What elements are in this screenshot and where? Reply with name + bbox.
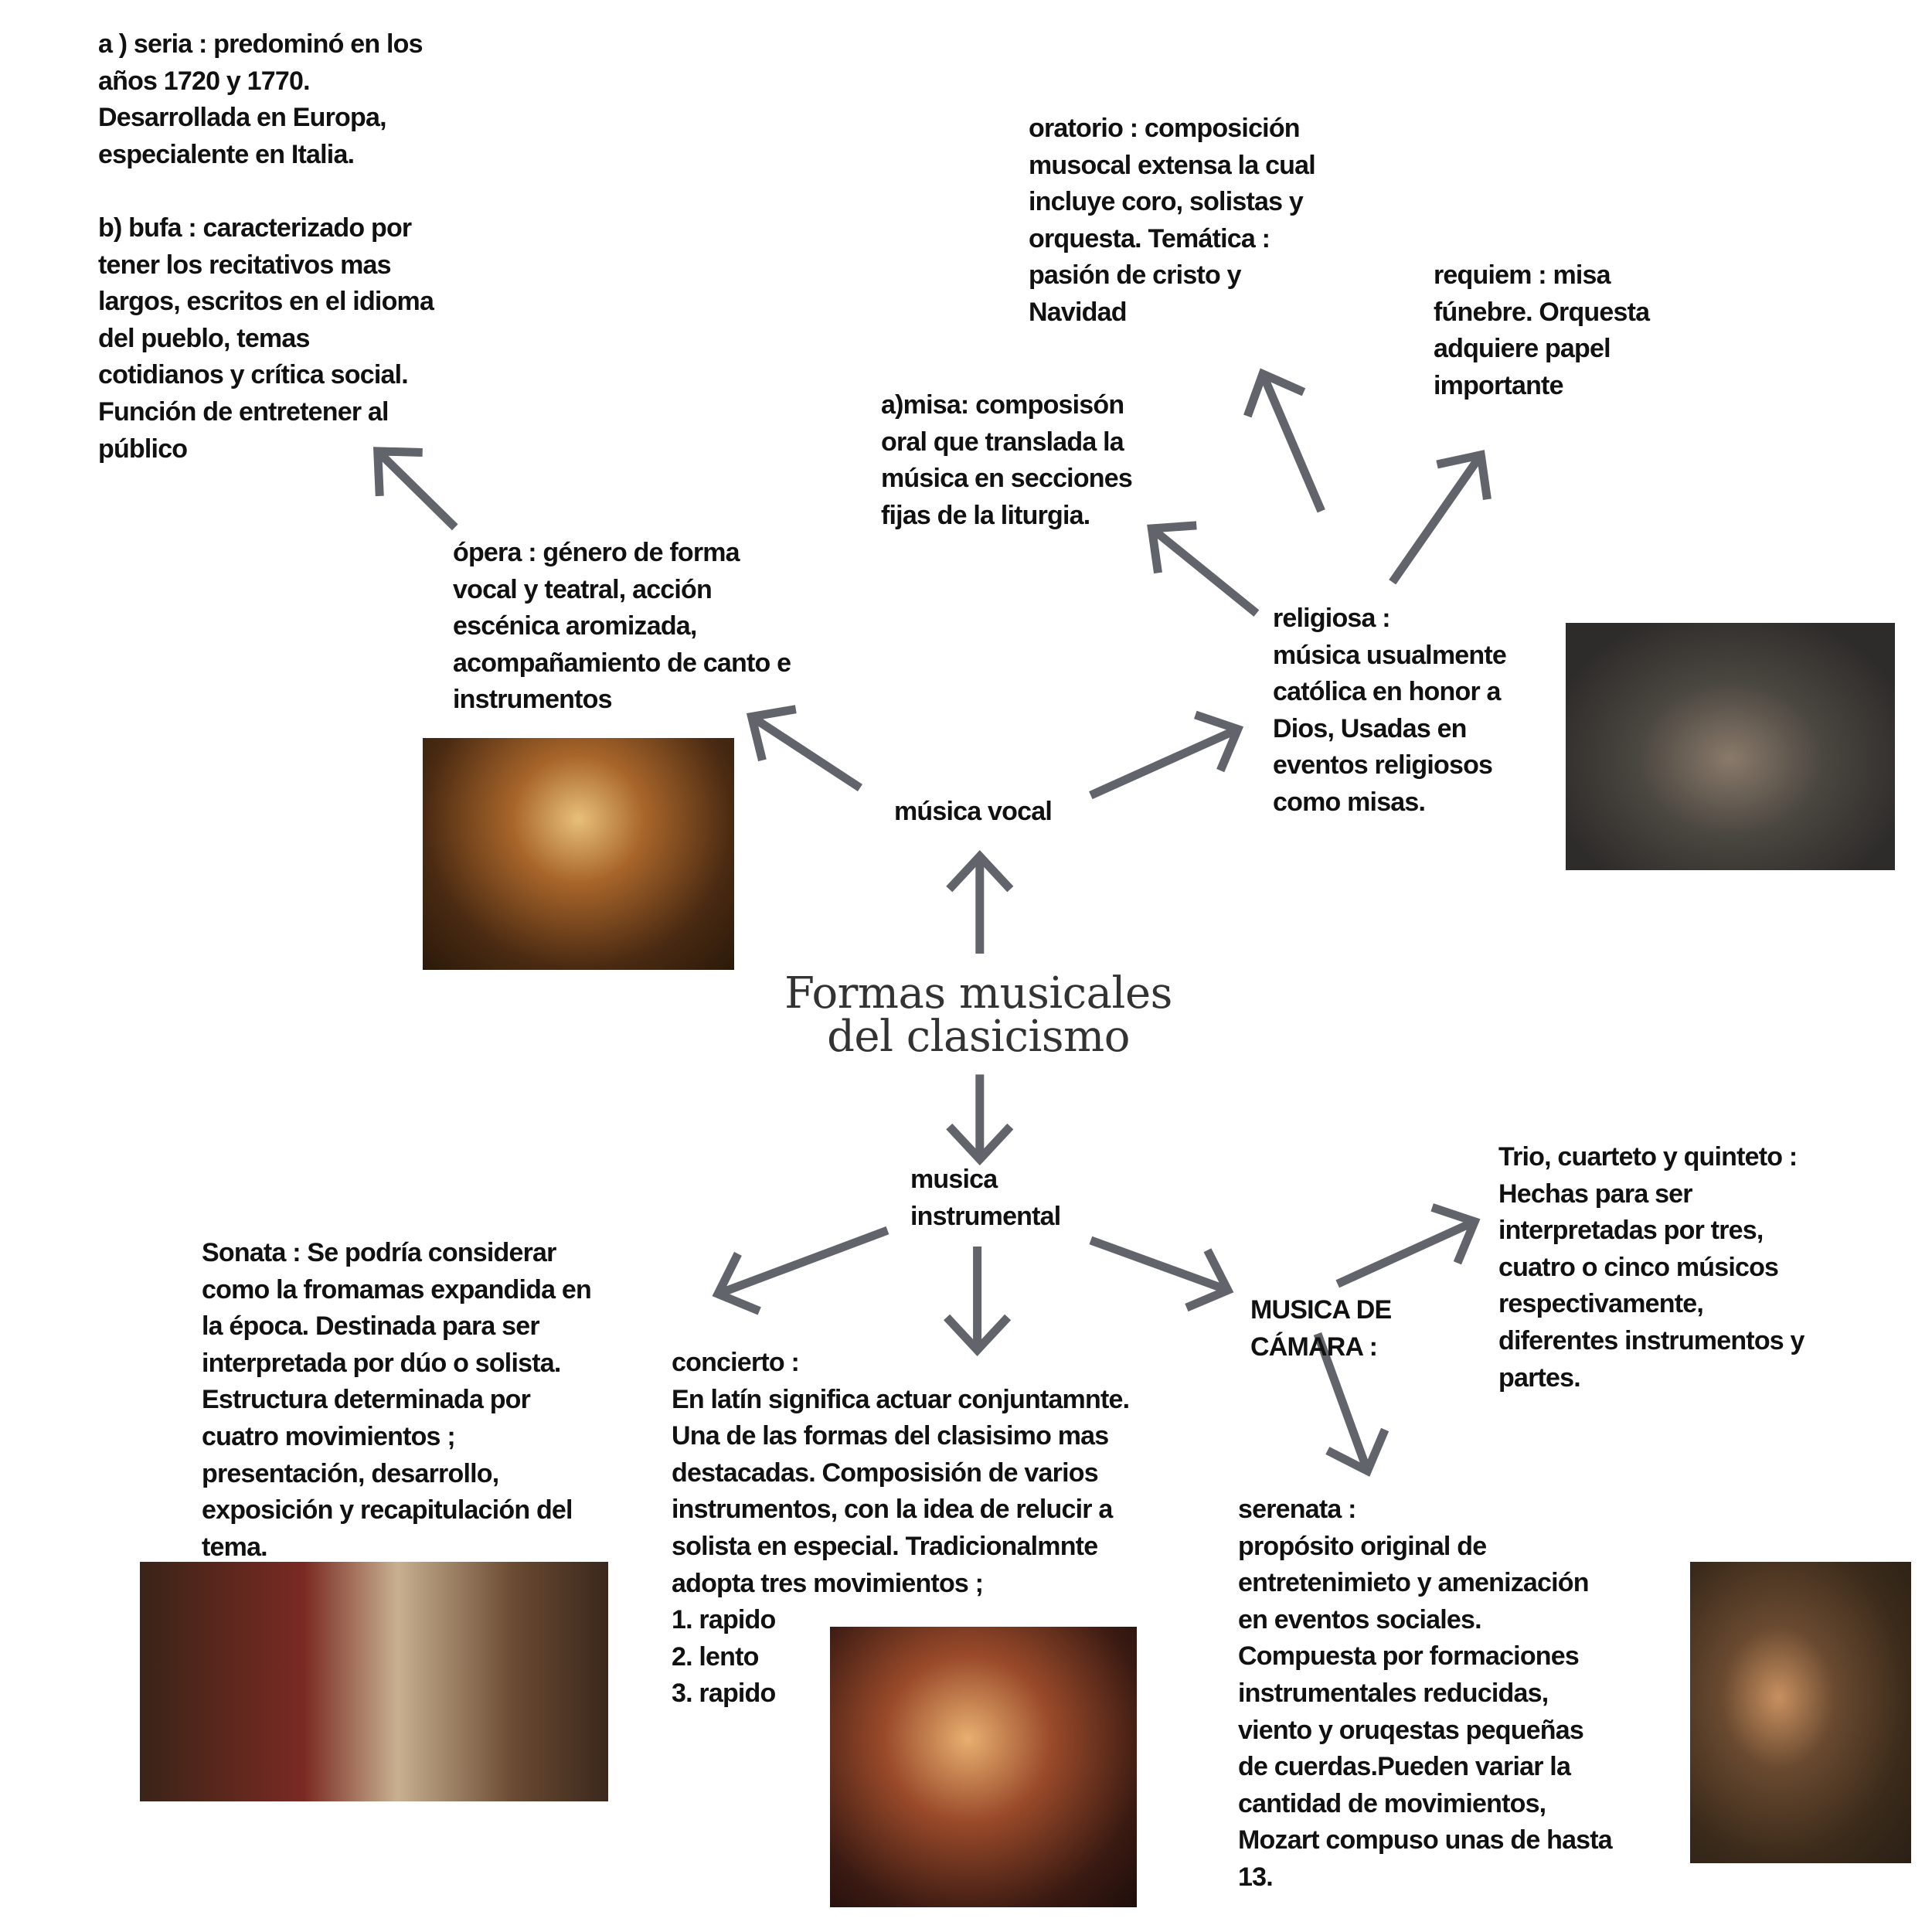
node-trio: Trio, cuarteto y quinteto : Hechas para … <box>1498 1142 1804 1393</box>
arrow-title-to-instrumental <box>946 1074 1014 1166</box>
node-opera-types: a ) seria : predominó en los años 1720 y… <box>98 29 434 464</box>
concert-hall-image <box>830 1627 1137 1907</box>
node-serenata: serenata : propósito original de entrete… <box>1238 1495 1613 1892</box>
arrow-path <box>712 1226 889 1315</box>
arrow-vocal-to-opera <box>746 705 862 792</box>
arrow-path <box>1389 450 1492 585</box>
lute-player-image <box>1690 1562 1911 1863</box>
arrow-religiosa-to-oratorio <box>1243 368 1325 513</box>
node-concierto: concierto : En latín significa actuar co… <box>672 1348 1130 1709</box>
arrow-path <box>944 1247 1012 1356</box>
arrow-opera-to-types <box>372 447 458 531</box>
beethoven-composing-image <box>140 1562 608 1801</box>
node-religiosa: religiosa : música usualmente católica e… <box>1273 604 1507 817</box>
arrow-instrumental-to-camara <box>1089 1236 1234 1312</box>
arrow-path <box>1147 521 1260 617</box>
arrow-vocal-to-religiosa <box>1089 710 1244 800</box>
arrow-camara-to-trio <box>1335 1203 1481 1288</box>
node-sonata: Sonata : Se podría considerar como la fr… <box>202 1238 592 1562</box>
node-opera: ópera : género de forma vocal y teatral,… <box>453 538 791 715</box>
node-musica-instrumental: musica instrumental <box>910 1165 1061 1231</box>
arrow-path <box>946 850 1014 954</box>
arrow-path <box>1089 710 1244 800</box>
arrow-path <box>746 705 862 792</box>
map-title: Formas musicales del clasicismo <box>784 968 1172 1062</box>
string-quartet-image <box>1566 623 1895 870</box>
node-requiem: requiem : misa fúnebre. Orquesta adquier… <box>1434 260 1650 400</box>
opera-stage-image <box>423 738 734 970</box>
arrow-path <box>372 447 458 531</box>
arrow-path <box>1243 368 1325 513</box>
arrow-path <box>1089 1236 1234 1312</box>
arrow-title-to-vocal <box>946 850 1014 954</box>
arrow-religiosa-to-requiem <box>1389 450 1492 585</box>
arrow-path <box>1335 1203 1481 1288</box>
node-musica-vocal: música vocal <box>894 797 1053 826</box>
arrow-camara-to-serenata <box>1313 1332 1389 1477</box>
node-camara: MUSICA DE CÁMARA : <box>1250 1295 1392 1362</box>
node-oratorio: oratorio : composición musocal extensa l… <box>1029 114 1316 327</box>
arrow-path <box>946 1074 1014 1166</box>
arrow-instrumental-to-concierto <box>944 1247 1012 1356</box>
arrow-religiosa-to-misa <box>1147 521 1260 617</box>
arrow-path <box>1313 1332 1389 1477</box>
arrow-instrumental-to-sonata <box>712 1226 889 1315</box>
node-misa: a)misa: composisón oral que translada la… <box>881 390 1133 530</box>
